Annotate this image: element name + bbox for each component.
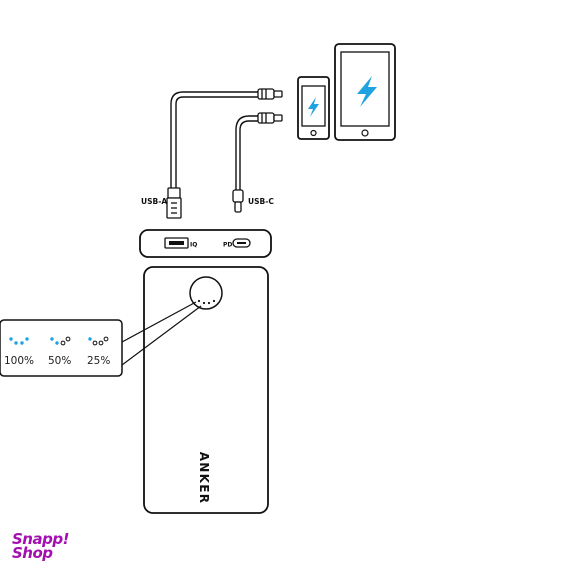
usb-a-plug: [166, 187, 182, 219]
pd-port-label: PD: [223, 242, 232, 249]
phone: [297, 76, 330, 140]
level-50-label: 50%: [48, 355, 71, 367]
usb-c-plug: [232, 189, 244, 213]
usb-a-label: USB-A: [141, 197, 167, 206]
store-logo-line1: Snapp!: [12, 530, 69, 548]
indicator-100-dots: [9, 337, 29, 345]
store-logo: Snapp! Shop: [12, 532, 92, 572]
level-25-label: 25%: [87, 355, 110, 367]
usb-a-cable: [170, 91, 258, 188]
lightning-connector-bottom: [257, 112, 283, 124]
device-brand: ANKER: [197, 452, 211, 505]
lightning-bolt-icon: [357, 76, 377, 107]
indicator-25-dots: [88, 336, 109, 346]
lightning-bolt-icon: [308, 97, 319, 117]
usb-c-cable: [235, 115, 258, 190]
usb-c-label: USB-C: [248, 197, 274, 206]
power-button: [189, 276, 223, 310]
iq-port-label: IQ: [190, 242, 197, 249]
callout-lines: [121, 301, 202, 366]
tablet: [334, 43, 396, 141]
level-100-label: 100%: [4, 355, 34, 367]
indicator-50-dots: [50, 336, 71, 346]
store-logo-line2: Shop: [12, 544, 53, 562]
lightning-connector-top: [257, 88, 283, 100]
power-bank-ports: IQ PD: [139, 229, 272, 258]
power-bank-body: ANKER: [143, 266, 269, 514]
battery-indicator-callout: 100% 50% 25%: [0, 319, 123, 377]
